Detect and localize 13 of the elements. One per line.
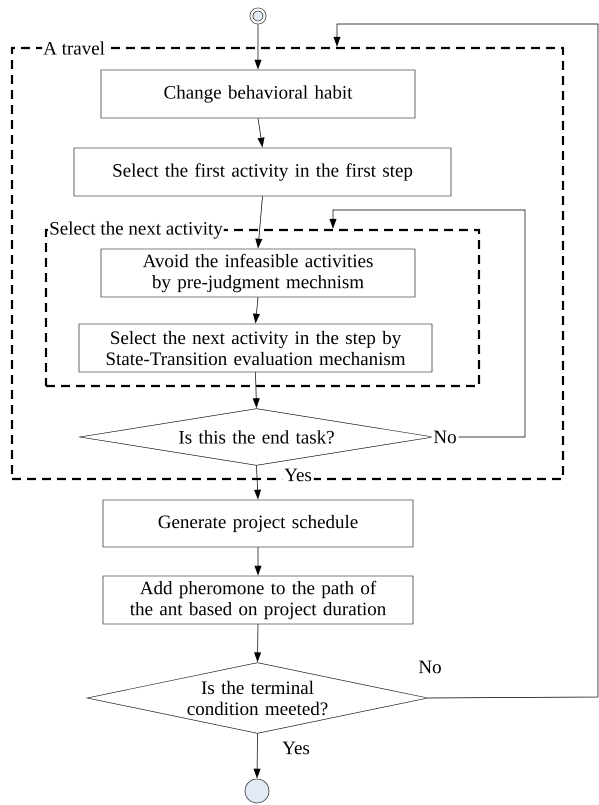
edge-label: No bbox=[431, 428, 459, 446]
process-box: Generate project schedule bbox=[102, 500, 414, 548]
edge-label: Yes bbox=[280, 740, 312, 756]
start-symbol bbox=[250, 8, 266, 24]
end-symbol bbox=[244, 778, 270, 804]
process-box: Select the next activity in the step by State-Transition evaluation mechanism bbox=[78, 324, 432, 372]
process-box: Select the first activity in the first step bbox=[74, 148, 452, 196]
process-box: Add pheromone to the path of the ant based on project duration bbox=[102, 576, 414, 624]
process-box: Change behavioral habit bbox=[100, 70, 416, 118]
group-label: Select the next activity bbox=[48, 220, 224, 240]
process-box: Avoid the infeasible activities by pre-judgment mechnism bbox=[100, 248, 416, 298]
edge-label: Yes bbox=[282, 466, 314, 484]
group-label: A travel bbox=[42, 40, 106, 56]
